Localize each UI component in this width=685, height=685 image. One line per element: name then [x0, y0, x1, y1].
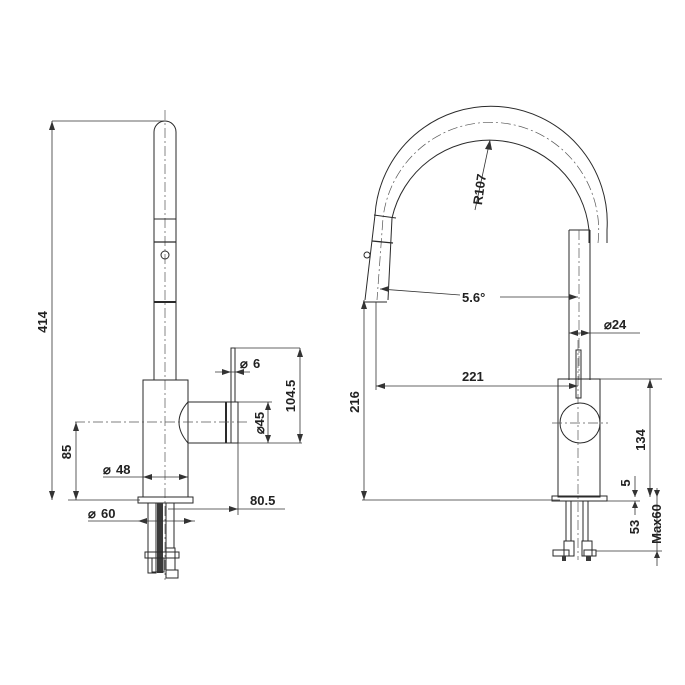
- dim-diameter-48-symbol: ⌀: [103, 462, 111, 477]
- front-view: R107 5.6° ⌀24 216: [347, 105, 664, 566]
- dim-85: 85: [59, 445, 74, 459]
- dim-134: 134: [633, 428, 648, 450]
- dim-48: 48: [116, 462, 130, 477]
- dim-angle-5-6: 5.6°: [462, 290, 485, 305]
- dim-60: 60: [101, 506, 115, 521]
- dim-80-5: 80.5: [250, 493, 275, 508]
- dim-max60: Max60: [649, 504, 664, 544]
- dim-r107: R107: [470, 173, 489, 206]
- dim-diameter-24: ⌀24: [604, 317, 627, 332]
- dim-104-5: 104.5: [283, 380, 298, 413]
- dim-5: 5: [618, 479, 633, 486]
- dim-414: 414: [35, 310, 50, 332]
- side-view: 414 85 ⌀ 48 ⌀ 60 80.5 ⌀ 6: [35, 110, 303, 580]
- dim-45: ⌀45: [252, 412, 267, 434]
- dim-221: 221: [462, 369, 484, 384]
- dim-53: 53: [627, 520, 642, 534]
- dim-6: 6: [253, 356, 260, 371]
- dim-diameter-6-symbol: ⌀: [240, 356, 248, 371]
- dim-216: 216: [347, 391, 362, 413]
- dim-diameter-60-symbol: ⌀: [88, 506, 96, 521]
